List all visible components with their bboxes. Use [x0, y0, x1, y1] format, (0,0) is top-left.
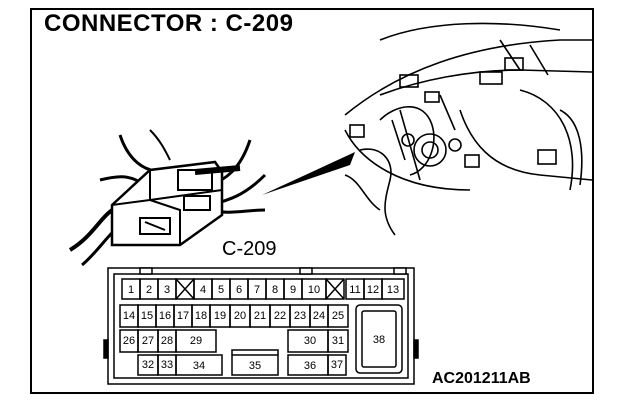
- pin-37: 37: [331, 359, 343, 371]
- pin-5: 5: [218, 284, 224, 296]
- diagram-title: CONNECTOR : C-209: [44, 10, 294, 37]
- pin-17: 17: [177, 310, 189, 322]
- pin-23: 23: [294, 310, 306, 322]
- pin-6: 6: [236, 284, 242, 296]
- pin-12: 12: [367, 284, 379, 296]
- pin-34: 34: [193, 360, 205, 372]
- pin-27: 27: [142, 335, 154, 347]
- pin-22: 22: [274, 310, 286, 322]
- pin-15: 15: [141, 310, 153, 322]
- pointer-arrow: [262, 152, 355, 195]
- connector-face: [103, 267, 419, 385]
- pin-9: 9: [290, 284, 296, 296]
- pin-2: 2: [146, 284, 152, 296]
- pin-21: 21: [254, 310, 266, 322]
- figure-code: AC201211AB: [432, 370, 531, 387]
- pin-3: 3: [164, 284, 170, 296]
- pin-35: 35: [249, 360, 261, 372]
- pin-33: 33: [161, 359, 173, 371]
- pin-26: 26: [123, 335, 135, 347]
- pin-19: 19: [214, 310, 226, 322]
- pin-36: 36: [304, 360, 316, 372]
- connector-illustration: [68, 129, 267, 267]
- pin-28: 28: [161, 335, 173, 347]
- pin-20: 20: [234, 310, 246, 322]
- pin-11: 11: [349, 284, 360, 296]
- pin-13: 13: [387, 284, 399, 296]
- pin-38: 38: [373, 334, 385, 346]
- pin-7: 7: [254, 284, 260, 296]
- connector-label: C-209: [222, 238, 277, 260]
- pin-8: 8: [272, 284, 278, 296]
- pin-24: 24: [313, 310, 325, 322]
- pin-numbers: 1 2 3 4 5 6 7 8 9 10 11 12 13 14 15 16 1…: [123, 284, 399, 372]
- pin-18: 18: [195, 310, 207, 322]
- pin-29: 29: [190, 335, 202, 347]
- pin-4: 4: [200, 284, 206, 296]
- pin-10: 10: [308, 284, 320, 296]
- pin-32: 32: [142, 359, 154, 371]
- dashboard-illustration: [344, 22, 593, 236]
- pin-14: 14: [123, 310, 135, 322]
- pin-25: 25: [332, 310, 344, 322]
- pin-30: 30: [304, 335, 316, 347]
- pin-1: 1: [128, 284, 134, 296]
- pin-31: 31: [332, 335, 344, 347]
- pin-16: 16: [159, 310, 171, 322]
